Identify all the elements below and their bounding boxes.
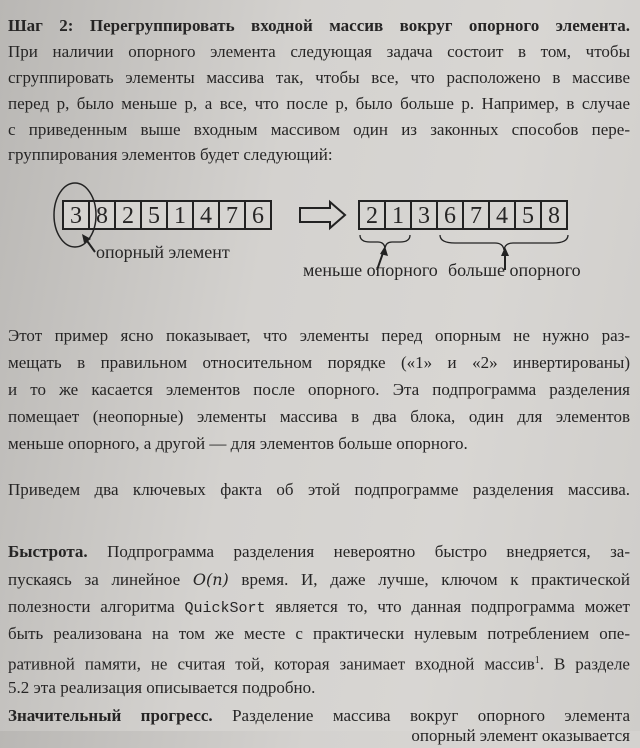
- pivot-circle: [53, 182, 97, 248]
- text: Разделение массива вокруг опорного элеме…: [232, 706, 630, 725]
- big-o: O(n): [192, 570, 229, 589]
- text-line-clipped: опорный элемент оказывается: [411, 726, 630, 745]
- text: . В разделе: [539, 654, 630, 674]
- text-line: быть реализована на том же месте с практ…: [8, 624, 630, 643]
- pivot-label: опорный элемент: [96, 242, 230, 262]
- text-line: мещать в правильном относительном порядк…: [8, 353, 630, 372]
- array-cell: 7: [462, 200, 490, 230]
- speed-line: Быстрота. Подпрограмма разделения неверо…: [8, 540, 630, 564]
- code-quicksort: QuickSort: [184, 600, 266, 617]
- speed-term: Быстрота.: [8, 542, 88, 561]
- step-title: Шаг 2: Перегруппировать входной массив в…: [8, 16, 630, 35]
- text: время. И, даже лучше, ключом к практичес…: [228, 570, 630, 589]
- diagram-annotations: [53, 182, 569, 271]
- greater-label: больше опорного: [448, 260, 581, 280]
- text-line: Этот пример ясно показывает, что элемент…: [8, 326, 630, 345]
- array-cell: 1: [166, 200, 194, 230]
- progress-line: Значительный прогресс. Разделение массив…: [8, 704, 630, 728]
- speed-line: полезности алгоритма QuickSort является …: [8, 595, 630, 621]
- array-cell: 2: [358, 200, 386, 230]
- text-line: группирования элементов будет следующий:: [8, 145, 333, 164]
- text-line: перед p, было меньше p, а все, что после…: [8, 94, 630, 113]
- array-cell: 6: [436, 200, 464, 230]
- array-cell: 6: [244, 200, 272, 230]
- text-line: помещает (неопорные) элементы массива в …: [8, 407, 630, 426]
- pivot-arrow-icon: [82, 234, 96, 253]
- array-cell: 3: [62, 200, 90, 230]
- text-line: и то же касается элементов после опорног…: [8, 380, 630, 399]
- text-line: с приведенным выше входным массивом один…: [8, 120, 630, 139]
- text-line: Приведем два ключевых факта об этой подп…: [8, 480, 630, 499]
- array-cell: 8: [88, 200, 116, 230]
- array-cell: 7: [218, 200, 246, 230]
- text-line: сгруппировать элементы массива так, чтоб…: [8, 68, 630, 87]
- array-cell: 2: [114, 200, 142, 230]
- array-cell: 4: [488, 200, 516, 230]
- text-line: 5.2 эта реализация описывается подробно.: [8, 678, 316, 697]
- array-cell: 3: [410, 200, 438, 230]
- text: Подпрограмма разделения невероятно быстр…: [107, 542, 630, 561]
- arrow-right-icon: [299, 199, 347, 231]
- greater-brace: [439, 234, 569, 251]
- speed-line: ративной памяти, не считая той, которая …: [8, 649, 630, 677]
- less-label: меньше опорного: [303, 260, 438, 280]
- text-line: меньше опорного, а другой — для элементо…: [8, 434, 468, 453]
- text: ративной памяти, не считая той, которая …: [8, 654, 535, 674]
- text: является то, что данная подпрограмма мож…: [265, 597, 630, 616]
- text: пускаясь за линейное: [8, 570, 193, 589]
- text-line: При наличии опорного элемента следующая …: [8, 42, 630, 61]
- greater-arrow-icon: [501, 247, 509, 270]
- speed-line: пускаясь за линейное O(n) время. И, даже…: [8, 568, 630, 592]
- text: полезности алгоритма: [8, 597, 185, 616]
- footnote-ref[interactable]: 1: [534, 655, 540, 666]
- array-cell: 8: [540, 200, 568, 230]
- less-arrow-icon: [376, 246, 388, 271]
- progress-term: Значительный прогресс.: [8, 706, 213, 725]
